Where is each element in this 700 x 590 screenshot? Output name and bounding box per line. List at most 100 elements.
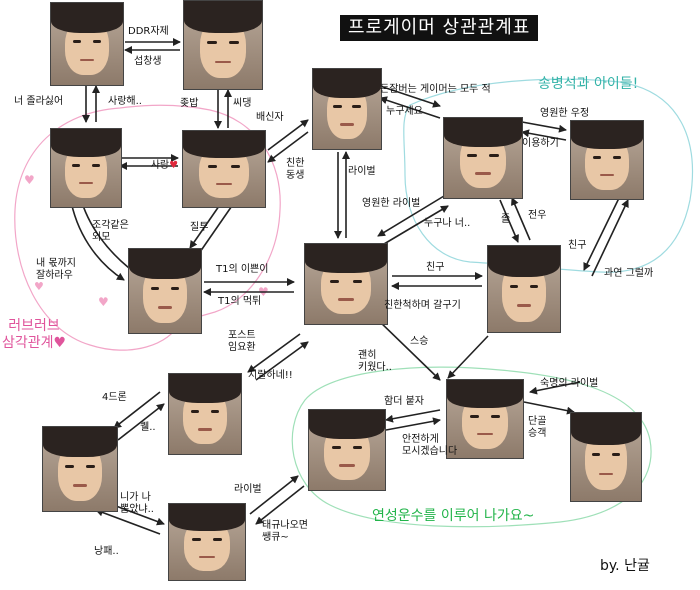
relation-label: 전우 [528, 210, 547, 221]
relation-arrow [499, 199, 519, 243]
eye [509, 284, 519, 289]
gamer-photo [168, 503, 246, 581]
relation-label: 안전하게 모시겠습니다 [402, 434, 458, 457]
relation-label: 4드론 [102, 392, 127, 403]
relation-arrow [583, 195, 621, 271]
relation-label: 씨댕 [233, 98, 252, 109]
heart-doodle: ♥ [34, 280, 44, 293]
heart-icon: ♥ [169, 160, 179, 171]
relation-label: 이용하기 [522, 138, 559, 149]
hair [51, 3, 123, 33]
relation-label: 조각같은 외모 [92, 220, 129, 243]
eye [611, 452, 620, 457]
eye [353, 446, 363, 450]
relation-arrow [199, 199, 237, 253]
hair [444, 118, 522, 147]
hair [183, 131, 265, 159]
mouth [599, 472, 613, 476]
hair [51, 129, 121, 158]
hair [305, 244, 387, 273]
relation-arrow [113, 391, 161, 429]
chart-title: 프로게이머 상관관계표 [340, 15, 539, 41]
relation-label: T1의 이쁜이 [216, 264, 269, 275]
relation-label: 친한척하며 갈구기 [384, 300, 461, 311]
mouth [337, 298, 355, 301]
mouth [72, 484, 88, 487]
relation-arrow [95, 508, 161, 535]
relation-label: 사랑♥ [138, 148, 178, 184]
relation-arrow [379, 85, 441, 108]
hair [313, 69, 381, 98]
relation-arrow [447, 335, 489, 379]
eye [72, 164, 81, 168]
relation-arrow [385, 409, 441, 423]
eye [489, 154, 499, 158]
relation-arrow [267, 131, 309, 163]
relation-label: 친구 [426, 262, 445, 273]
relation-label: 친구 [568, 240, 587, 251]
hair [184, 1, 262, 33]
hair [129, 249, 201, 280]
relation-label: 돈잘버는 게이머는 모두 적 [380, 84, 491, 95]
relation-label: 니가 나 뽑았냐.. [120, 492, 154, 515]
gamer-photo [182, 130, 266, 208]
relation-label: 질투 [190, 222, 209, 233]
mouth [79, 58, 95, 62]
eye [91, 164, 100, 168]
eye [329, 280, 340, 284]
eye [170, 286, 180, 291]
eye [210, 410, 220, 414]
hair [169, 504, 245, 532]
mouth [340, 123, 354, 126]
eye [352, 280, 363, 284]
relation-label: 좆밥 [180, 98, 199, 109]
relation-arrow [267, 119, 309, 151]
relation-arrow [511, 197, 531, 241]
eye [65, 464, 75, 469]
relation-arrow [255, 341, 309, 381]
relation-label: 누구나 너.. [424, 218, 471, 229]
hair [488, 246, 560, 277]
eye [191, 538, 201, 542]
hair [169, 374, 241, 403]
gamer-photo [304, 243, 388, 325]
relation-label-text: 사랑 [150, 160, 170, 171]
mouth [199, 555, 215, 558]
gamer-photo [50, 2, 124, 86]
mouth [599, 174, 615, 177]
mouth [339, 464, 355, 467]
gamer-photo [183, 0, 263, 90]
gamer-photo [308, 409, 386, 491]
eye [213, 538, 223, 542]
relation-label: 사랑해.. [108, 96, 142, 107]
relation-arrow [377, 319, 441, 381]
relation-arrow [591, 199, 629, 277]
eye [207, 165, 218, 169]
eye [150, 286, 160, 291]
eye [85, 464, 95, 469]
relation-arrow [377, 195, 445, 237]
relation-label: 스승 [410, 336, 429, 347]
hair [309, 410, 385, 439]
heart-doodle: ♥ [98, 295, 109, 309]
relation-label: 퀠.. [140, 422, 156, 433]
author-credit: by. 난귤 [600, 558, 650, 574]
relation-label: 내 몫까지 잘하라우 [36, 258, 76, 281]
relation-label: 괜히 키웠다.. [358, 350, 392, 373]
relation-arrow [385, 417, 441, 431]
hair [43, 427, 117, 458]
eye [92, 39, 102, 44]
eye [469, 415, 479, 419]
relation-label: 태규나오면 쌩큐~ [262, 520, 308, 543]
eye [491, 415, 501, 419]
eye [207, 40, 217, 45]
relation-label: 배신자 [256, 112, 284, 123]
relation-label: 너 졸라싫어 [14, 96, 64, 107]
relation-arrow [247, 333, 301, 373]
relation-arrow [529, 381, 581, 395]
relation-label: 포스트 임요환 [228, 330, 256, 353]
gamer-photo [487, 245, 561, 333]
eye [592, 452, 601, 457]
